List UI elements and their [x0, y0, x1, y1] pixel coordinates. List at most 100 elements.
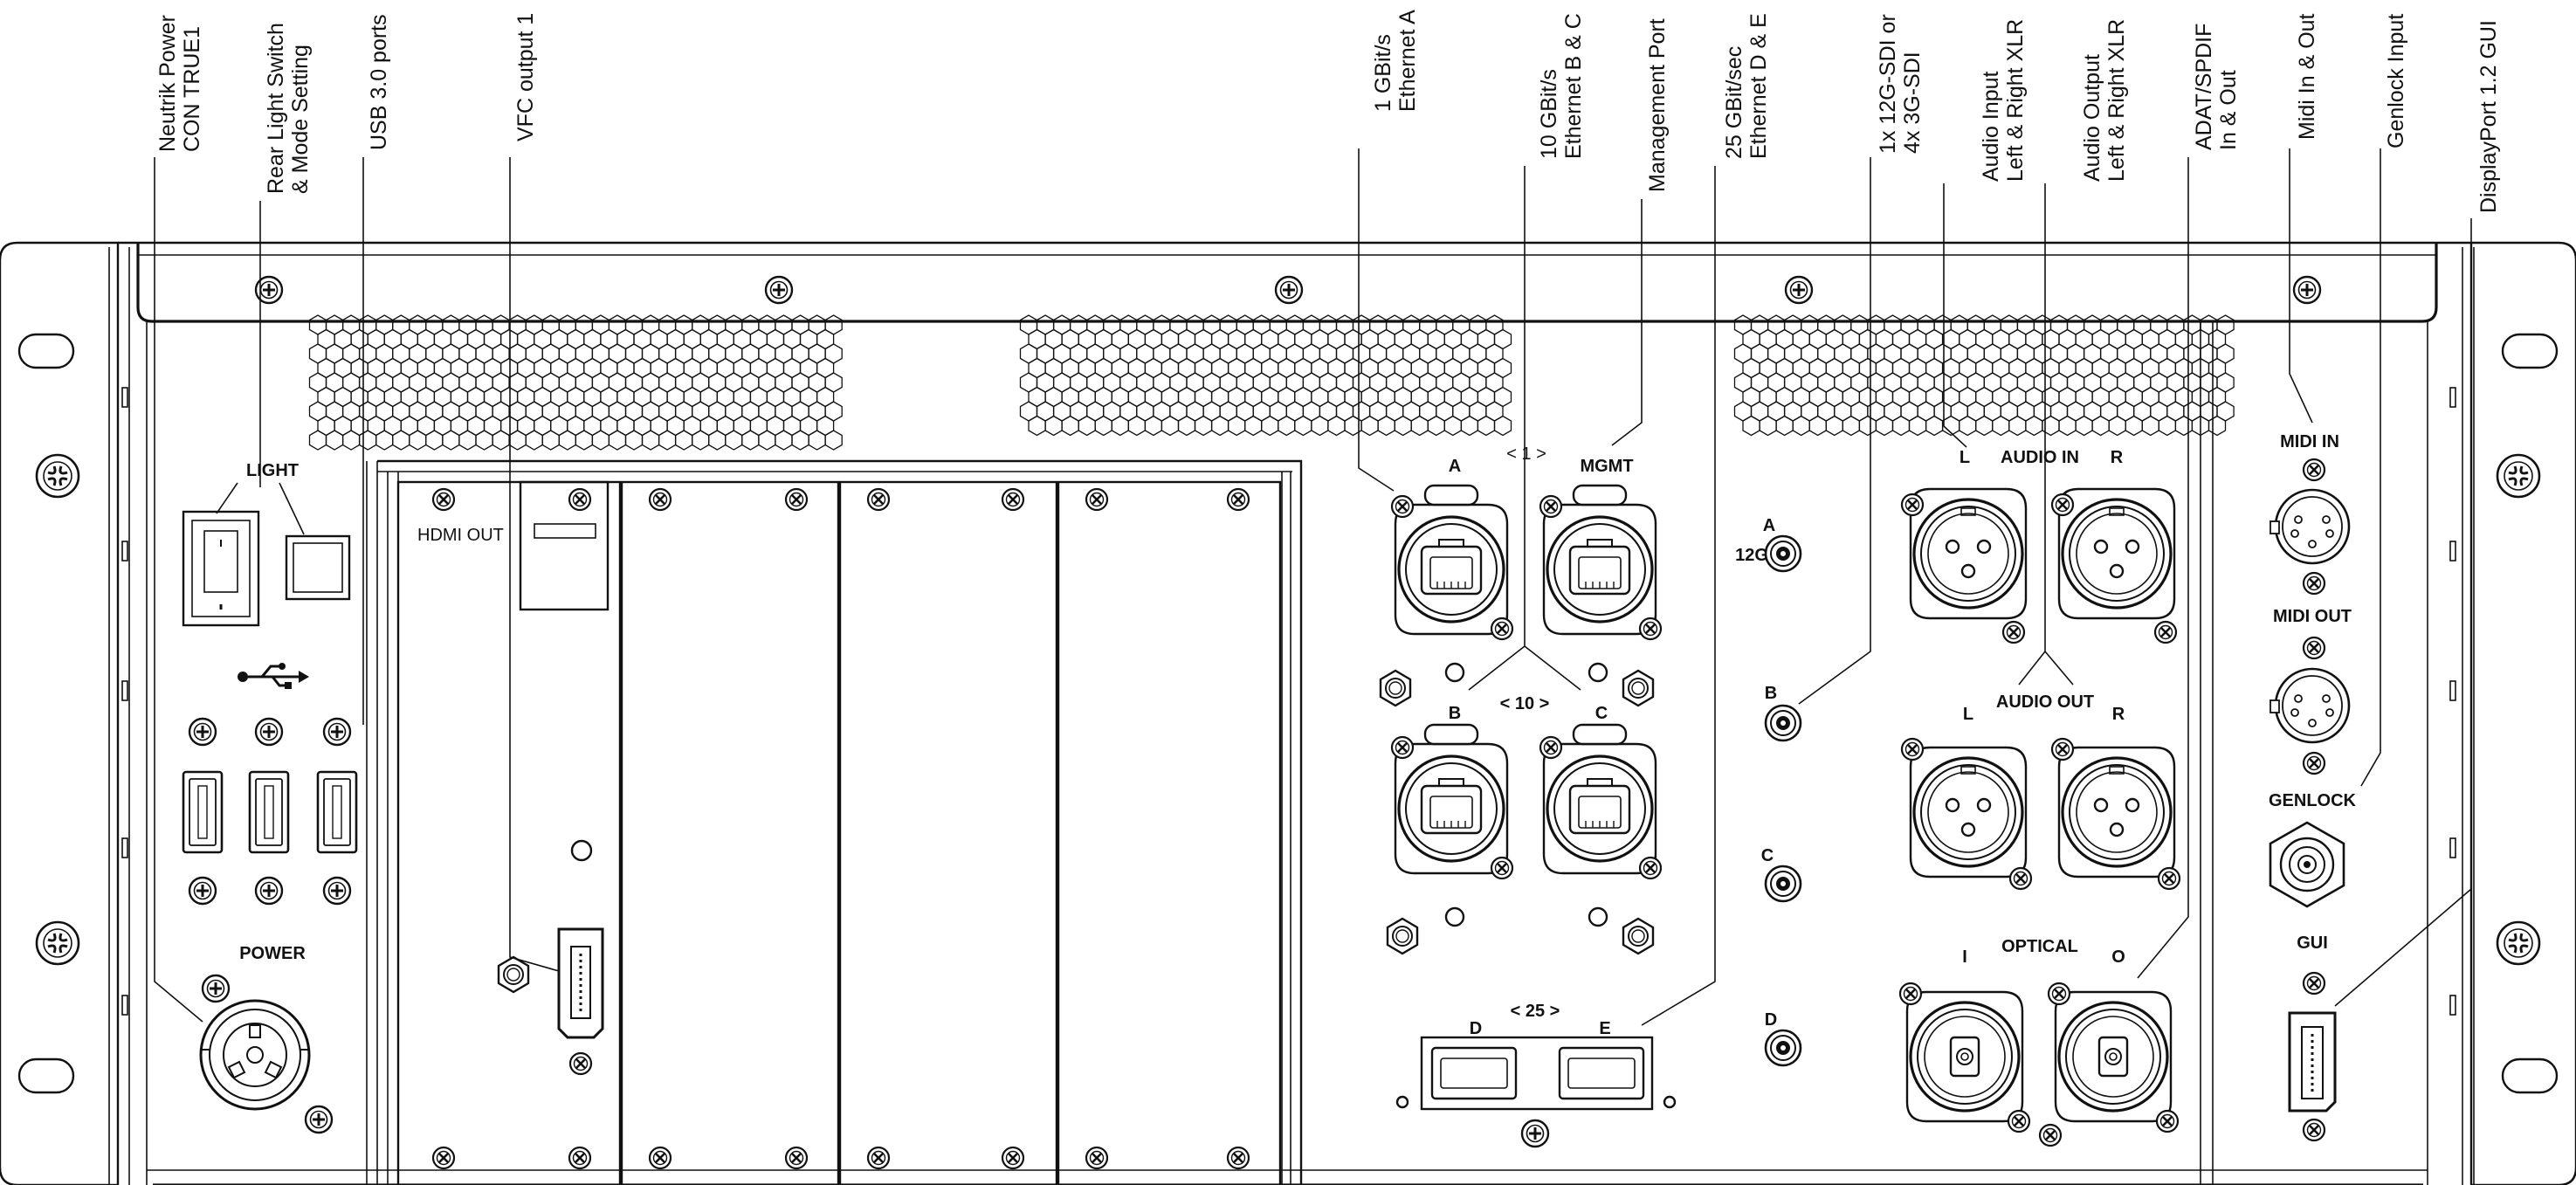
svg-text:Ethernet A: Ethernet A [1395, 10, 1420, 112]
vent-hole [2091, 415, 2110, 437]
sdi-c-bnc[interactable] [1764, 865, 1802, 903]
screw-icon [1539, 494, 1563, 519]
displayport-icon[interactable] [2288, 1011, 2337, 1113]
callout-adat: ADAT/SPDIF In & Out [2192, 24, 2241, 150]
screw-icon [1001, 487, 1025, 512]
svg-text:USB 3.0 ports: USB 3.0 ports [367, 14, 391, 150]
screw-icon [784, 487, 809, 512]
screw-icon [1001, 1146, 1025, 1170]
svg-text:Ethernet D & E: Ethernet D & E [1746, 13, 1771, 159]
usb-port-1[interactable] [182, 770, 224, 854]
group-1-label: < 1 > [1506, 444, 1546, 464]
usb-port-3[interactable] [316, 770, 358, 854]
callout-dp: DisplayPort 1.2 GUI [2476, 20, 2501, 213]
vent-hole [1044, 415, 1063, 437]
screw-icon [1638, 856, 1663, 880]
screw-icon [431, 487, 456, 512]
audio-in-l-label: L [1960, 448, 1970, 467]
svg-text:4x 3G-SDI: 4x 3G-SDI [1900, 52, 1925, 154]
vent-hole [608, 430, 627, 451]
vent-hole [1161, 415, 1180, 437]
vent-hole [458, 430, 477, 451]
midi-out-din[interactable] [2269, 667, 2351, 744]
screw-icon [568, 1146, 592, 1170]
vent-hole [758, 430, 776, 451]
sdi-a-bnc[interactable] [1764, 534, 1802, 573]
screw-icon [1900, 737, 1925, 761]
vent-hole [392, 430, 410, 451]
usb-port-2[interactable] [248, 770, 290, 854]
sdi-d-bnc[interactable] [1764, 1029, 1802, 1067]
screw-icon [2292, 275, 2322, 305]
vent-hole [1875, 415, 1894, 437]
genlock-bnc[interactable] [2269, 821, 2345, 908]
audio-out-left-xlr[interactable] [1909, 746, 2028, 878]
audio-in-label: AUDIO IN [2001, 448, 2079, 467]
audio-out-label: AUDIO OUT [1996, 692, 2094, 712]
vent-hole [641, 430, 660, 451]
screw-icon [568, 487, 592, 512]
vent-hole [475, 430, 493, 451]
sdi-b-bnc[interactable] [1764, 704, 1802, 742]
svg-text:Left & Right XLR: Left & Right XLR [2104, 19, 2129, 182]
audio-in-right-xlr[interactable] [2057, 487, 2176, 620]
screw-icon [1638, 617, 1663, 641]
screw-icon [304, 1105, 334, 1134]
vent-hole [1410, 415, 1429, 437]
vent-hole [425, 430, 444, 451]
vent-hole [1078, 415, 1096, 437]
vent-hole [1210, 415, 1229, 437]
vent-hole [1975, 415, 1994, 437]
screw-icon [1390, 494, 1415, 519]
gui-label: GUI [2297, 934, 2328, 953]
screw-icon [1490, 617, 1514, 641]
vent-hole [375, 430, 394, 451]
card-cage: HDMI OUT [377, 459, 1303, 1185]
vent-hole [741, 430, 760, 451]
vent-hole [725, 430, 743, 451]
hex-nut-icon [1379, 669, 1412, 707]
rack-screw-icon [2496, 453, 2541, 499]
vent-hole [442, 430, 460, 451]
vent-hole [1278, 415, 1296, 437]
audio-in-left-xlr[interactable] [1909, 487, 2028, 620]
optical-in-port[interactable] [1905, 990, 2024, 1123]
vent-hole [658, 430, 677, 451]
vent-hole [541, 430, 560, 451]
light-rocker-switch[interactable] [182, 510, 260, 627]
vent-hole [1443, 415, 1463, 437]
screw-icon [2050, 737, 2075, 761]
power-connector[interactable] [199, 999, 311, 1111]
callout-eth-1g: 1 GBit/s Ethernet A [1371, 10, 1420, 112]
svg-text:Neutrik Power: Neutrik Power [155, 15, 180, 152]
callout-vfc: VFC output 1 [513, 13, 538, 141]
vent-hole [2208, 415, 2227, 437]
svg-text:ADAT/SPDIF: ADAT/SPDIF [2192, 24, 2216, 150]
screw-icon [866, 1146, 891, 1170]
screw-icon [2153, 620, 2178, 644]
svg-text:CON TRUE1: CON TRUE1 [180, 26, 204, 152]
screw-icon [322, 717, 352, 747]
sfp-e-port[interactable] [1558, 1046, 1645, 1100]
sfp-d-port[interactable] [1430, 1046, 1518, 1100]
vent-hole [525, 430, 543, 451]
screw-icon [1490, 856, 1514, 880]
midi-in-din[interactable] [2269, 488, 2351, 565]
screw-icon [2302, 971, 2326, 996]
svg-text:Management Port: Management Port [1645, 18, 1670, 192]
hdmi-port[interactable] [557, 927, 604, 1039]
hex-nut-icon [497, 955, 530, 994]
rack-screw-icon [35, 920, 80, 966]
midi-in-label: MIDI IN [2280, 432, 2339, 451]
audio-out-right-xlr[interactable] [2057, 746, 2176, 878]
leader-lines [154, 148, 2472, 1026]
sdi-d-label: D [1765, 1010, 1777, 1030]
vent-hole [2141, 415, 2159, 437]
vent-hole [1028, 415, 1046, 437]
eth-b-label: B [1449, 704, 1461, 723]
vent-hole [2174, 415, 2194, 437]
hex-nut-icon [1386, 917, 1419, 955]
mode-setting-button[interactable] [285, 534, 351, 601]
optical-out-port[interactable] [2054, 990, 2173, 1123]
audio-in-r-label: R [2111, 448, 2124, 467]
